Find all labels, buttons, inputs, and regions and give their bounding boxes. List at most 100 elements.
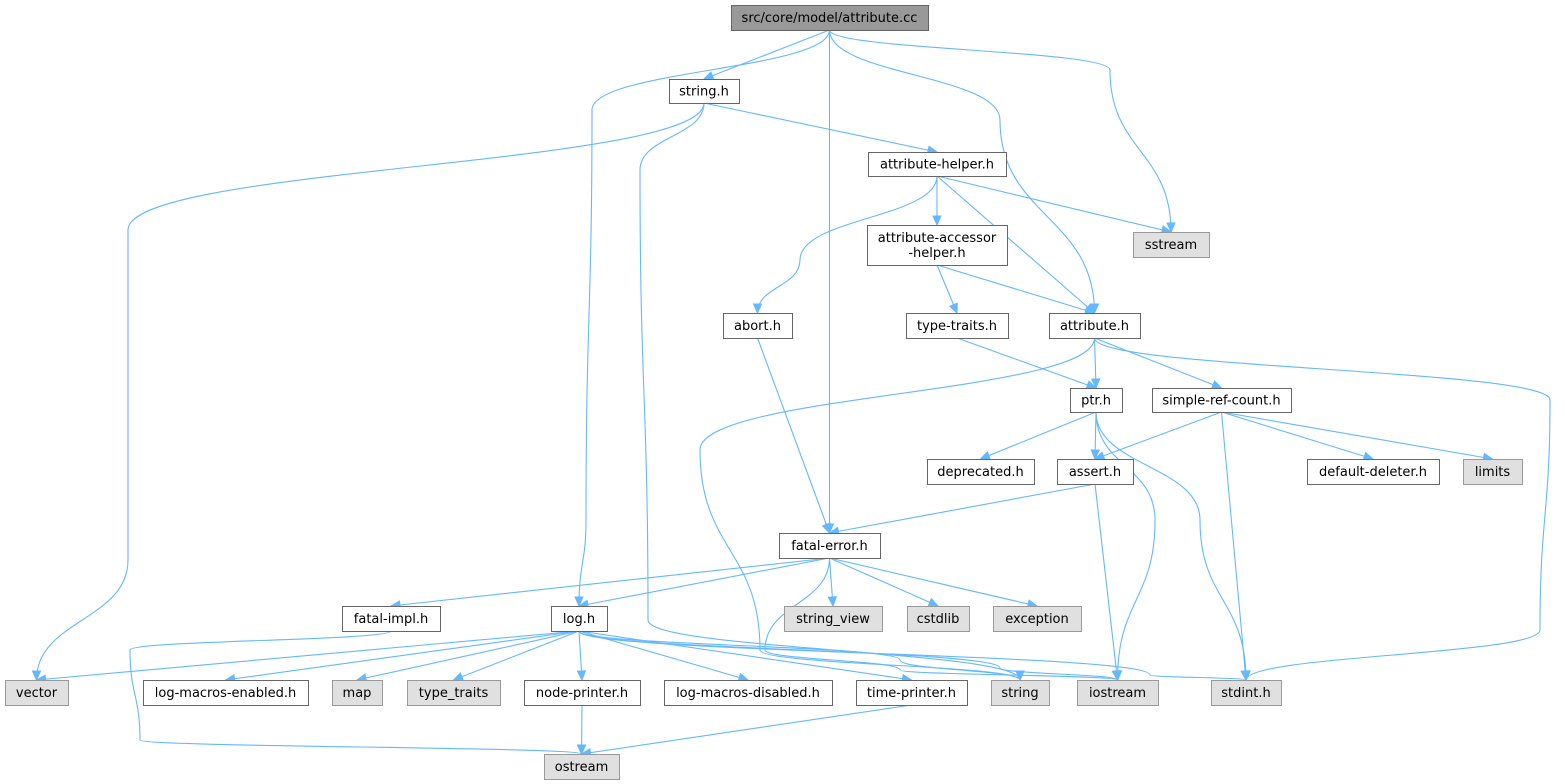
edge-line: [1221, 411, 1493, 460]
edge-line: [756, 175, 938, 314]
node-box: [856, 680, 968, 706]
node-map: map: [332, 680, 383, 706]
edge-arrowhead: [948, 302, 958, 315]
node-abort-h[interactable]: abort.h: [723, 313, 793, 339]
node-label: type-traits.h: [917, 319, 997, 334]
edge-line: [703, 29, 830, 80]
node-box: [993, 606, 1082, 632]
edge-arrowhead: [821, 522, 831, 535]
edge-line: [578, 630, 1247, 681]
edge-fatal-error-to-log-h: [577, 557, 830, 609]
edge-line: [581, 704, 912, 755]
node-layer: src/core/model/attribute.cc string.h attri…: [5, 5, 1523, 780]
node-iostream: iostream: [1077, 680, 1159, 706]
edge-line: [578, 630, 1119, 681]
node-box: [332, 680, 383, 706]
node-node-printer[interactable]: node-printer.h: [524, 680, 641, 706]
edge-attribute-h-to-ptr-h: [1090, 337, 1101, 390]
node-box: [664, 680, 833, 706]
node-attr-acc[interactable]: attribute-accessor-helper.h: [867, 225, 1008, 266]
node-label: fatal-error.h: [791, 539, 868, 554]
node-srefcount[interactable]: simple-ref-count.h: [1152, 388, 1292, 413]
node-box: [1049, 313, 1141, 339]
edge-arrowhead: [979, 451, 992, 460]
node-label: string_view: [796, 612, 870, 627]
edge-layer: [31, 29, 1551, 758]
edge-line: [936, 264, 1095, 314]
node-fatal-impl[interactable]: fatal-impl.h: [342, 606, 441, 632]
node-box: [544, 754, 620, 780]
edge-line: [390, 557, 830, 607]
edge-arrowhead: [574, 596, 584, 608]
edge-log-h-to-log-macros-en: [224, 630, 580, 684]
node-vector: vector: [5, 680, 69, 706]
node-limits: limits: [1463, 459, 1523, 485]
edge-attr-helper-to-abort-h: [752, 175, 938, 315]
edge-log-h-to-iostream: [578, 630, 1123, 682]
node-time-printer[interactable]: time-printer.h: [856, 680, 968, 706]
edge-string-h-to-attr-helper: [703, 102, 939, 155]
edge-attr-acc-to-attribute-h: [936, 264, 1096, 315]
edge-arrowhead: [576, 670, 587, 682]
edge-attr-helper-to-attr-acc: [932, 176, 942, 227]
node-fatal-error[interactable]: fatal-error.h: [779, 533, 881, 559]
node-label: log-macros-disabled.h: [676, 686, 820, 701]
edge-arrowhead: [932, 215, 942, 227]
edge-root-to-log-h: [574, 29, 831, 608]
node-label: string.h: [679, 85, 729, 100]
node-log-h[interactable]: log.h: [551, 606, 608, 632]
edge-line: [956, 337, 1097, 389]
node-label: string: [1001, 686, 1038, 701]
edge-ptr-h-to-deprecated: [979, 411, 1097, 460]
node-label: attribute-helper.h: [880, 158, 994, 173]
node-root[interactable]: src/core/model/attribute.cc: [731, 5, 929, 31]
node-assert-h[interactable]: assert.h: [1057, 459, 1134, 485]
edge-arrowhead: [827, 596, 838, 608]
node-label: type_traits: [419, 686, 489, 701]
edge-arrowhead: [1090, 449, 1100, 461]
edge-arrowhead: [1015, 670, 1025, 682]
edge-log-h-to-string: [578, 630, 1025, 682]
node-default-del[interactable]: default-deleter.h: [1307, 459, 1440, 485]
edge-arrowhead: [927, 597, 940, 607]
node-log-macros-en[interactable]: log-macros-enabled.h: [143, 680, 309, 706]
node-string-h[interactable]: string.h: [669, 79, 740, 104]
node-deprecated[interactable]: deprecated.h: [927, 459, 1035, 485]
node-type-traits-h[interactable]: type-traits.h: [906, 313, 1009, 339]
edge-line: [129, 630, 583, 755]
edge-line: [35, 102, 705, 681]
node-attr-helper[interactable]: attribute-helper.h: [868, 152, 1007, 177]
node-box: [1211, 680, 1282, 706]
node-box: [1070, 388, 1123, 413]
edge-line: [980, 411, 1097, 460]
edge-line: [1093, 337, 1551, 681]
node-label: attribute.h: [1060, 319, 1129, 334]
edge-line: [1094, 411, 1222, 460]
node-box: [927, 459, 1035, 485]
edge-line: [936, 175, 1172, 233]
edge-log-h-to-stdint: [578, 630, 1251, 682]
edge-arrowhead: [1241, 670, 1251, 682]
node-log-macros-dis[interactable]: log-macros-disabled.h: [664, 680, 833, 706]
edge-fatal-error-to-fatal-impl: [389, 557, 830, 610]
node-label: exception: [1005, 612, 1069, 627]
node-box: [868, 152, 1007, 177]
node-label: fatal-impl.h: [354, 612, 428, 627]
node-box: [784, 606, 883, 632]
node-label: vector: [16, 686, 58, 701]
edge-line: [829, 483, 1096, 534]
edge-line: [578, 630, 1021, 681]
edge-line: [578, 630, 912, 681]
node-label: map: [343, 686, 372, 701]
edge-line: [829, 557, 1038, 607]
node-box: [1307, 459, 1440, 485]
edge-arrowhead: [1166, 222, 1176, 234]
edge-line: [1094, 337, 1222, 389]
node-box: [731, 5, 929, 31]
node-box: [991, 680, 1050, 706]
node-ptr-h[interactable]: ptr.h: [1070, 388, 1123, 413]
node-attribute-h[interactable]: attribute.h: [1049, 313, 1141, 339]
edge-arrowhead: [752, 303, 763, 315]
edge-arrowhead: [452, 672, 465, 681]
